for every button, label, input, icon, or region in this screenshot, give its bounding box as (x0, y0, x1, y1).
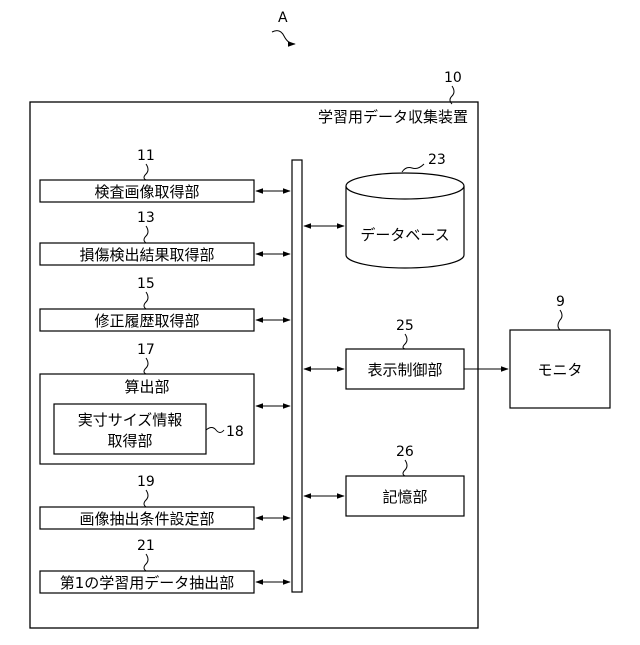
unit-11-label: 検査画像取得部 (94, 183, 199, 201)
display-ctrl-label: 表示制御部 (367, 361, 442, 379)
unit-13-leader (144, 226, 148, 243)
unit-15-leader (144, 292, 148, 309)
unit-15-ref: 15 (137, 276, 155, 292)
subunit-18-label-line2: 取得部 (107, 432, 152, 450)
unit-19-label: 画像抽出条件設定部 (79, 510, 214, 528)
internal-bus (292, 160, 302, 592)
subunit-18-label-line1: 実寸サイズ情報 (78, 411, 183, 429)
reference-a-arrow (272, 31, 295, 44)
unit-15-label: 修正履歴取得部 (94, 312, 199, 330)
storage-ref: 26 (396, 444, 414, 460)
unit-21-label: 第1の学習用データ抽出部 (60, 574, 235, 592)
storage-label: 記憶部 (382, 488, 427, 506)
calc-unit-leader (144, 358, 148, 374)
unit-13-label: 損傷検出結果取得部 (79, 246, 214, 264)
unit-13-ref: 13 (137, 210, 155, 226)
calc-unit-label: 算出部 (124, 378, 169, 396)
device-ref: 10 (444, 70, 462, 86)
unit-21-ref: 21 (137, 538, 155, 554)
unit-11-ref: 11 (137, 148, 155, 164)
monitor-leader (558, 310, 562, 330)
unit-19-ref: 19 (137, 474, 155, 490)
monitor-ref: 9 (556, 294, 565, 310)
unit-21-leader (144, 554, 148, 571)
database-label: データベース (360, 226, 449, 244)
unit-11-leader (144, 164, 148, 180)
database-ref: 23 (428, 152, 446, 168)
database-cylinder-top (346, 173, 464, 199)
calc-unit-ref: 17 (137, 342, 155, 358)
subunit-18-ref: 18 (226, 424, 244, 440)
device-leader (450, 86, 454, 104)
unit-19-leader (144, 490, 148, 507)
device-label: 学習用データ収集装置 (318, 108, 468, 126)
reference-a-label: A (278, 10, 288, 26)
display-ctrl-ref: 25 (396, 318, 414, 334)
monitor-label: モニタ (537, 361, 582, 379)
database-leader (402, 164, 424, 172)
display-ctrl-leader (403, 334, 407, 349)
storage-leader (403, 460, 407, 476)
